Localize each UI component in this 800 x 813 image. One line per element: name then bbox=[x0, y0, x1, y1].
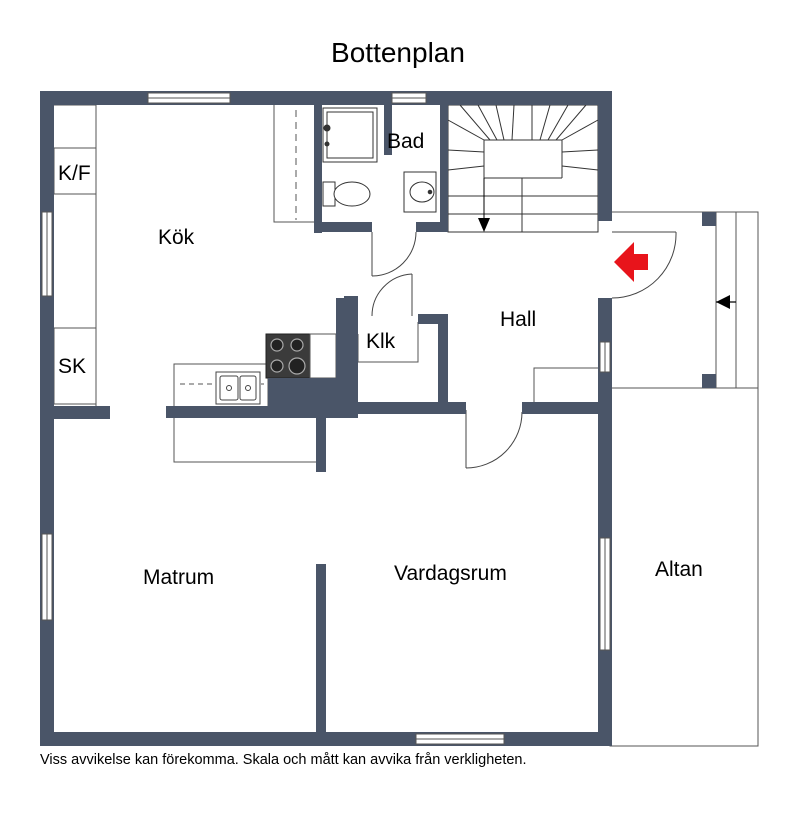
staircase bbox=[447, 104, 599, 233]
door-swings bbox=[371, 231, 677, 469]
hall-bench bbox=[533, 367, 598, 402]
windows bbox=[41, 92, 611, 745]
room-label-kok: Kök bbox=[158, 226, 195, 249]
room-label-sk: SK bbox=[58, 355, 86, 378]
altan-deck bbox=[609, 211, 759, 747]
room-label-klk: Klk bbox=[366, 330, 396, 353]
room-label-kf: K/F bbox=[58, 162, 91, 185]
stairs-down-arrow-icon bbox=[478, 218, 490, 232]
stove-icon bbox=[265, 333, 311, 379]
entrance-arrow-icon bbox=[614, 242, 648, 282]
walls bbox=[40, 91, 716, 746]
shower-icon bbox=[322, 107, 378, 163]
counter-segment bbox=[309, 333, 337, 379]
room-label-vardagsrum: Vardagsrum bbox=[394, 562, 507, 585]
disclaimer-text: Viss avvikelse kan förekomma. Skala och … bbox=[40, 752, 527, 768]
room-label-hall: Hall bbox=[500, 308, 536, 331]
storage-cabinet bbox=[53, 327, 97, 405]
washbasin-icon bbox=[403, 171, 437, 213]
altan-stair-arrow-icon bbox=[716, 295, 736, 309]
room-label-matrum: Matrum bbox=[143, 566, 214, 589]
kitchen-wall-cabinet bbox=[273, 105, 320, 223]
kitchen-sink-icon bbox=[215, 371, 261, 405]
room-label-bad: Bad bbox=[387, 130, 424, 153]
toilet-icon bbox=[322, 181, 371, 207]
plan-title: Bottenplan bbox=[331, 37, 465, 68]
room-label-altan: Altan bbox=[655, 558, 703, 581]
